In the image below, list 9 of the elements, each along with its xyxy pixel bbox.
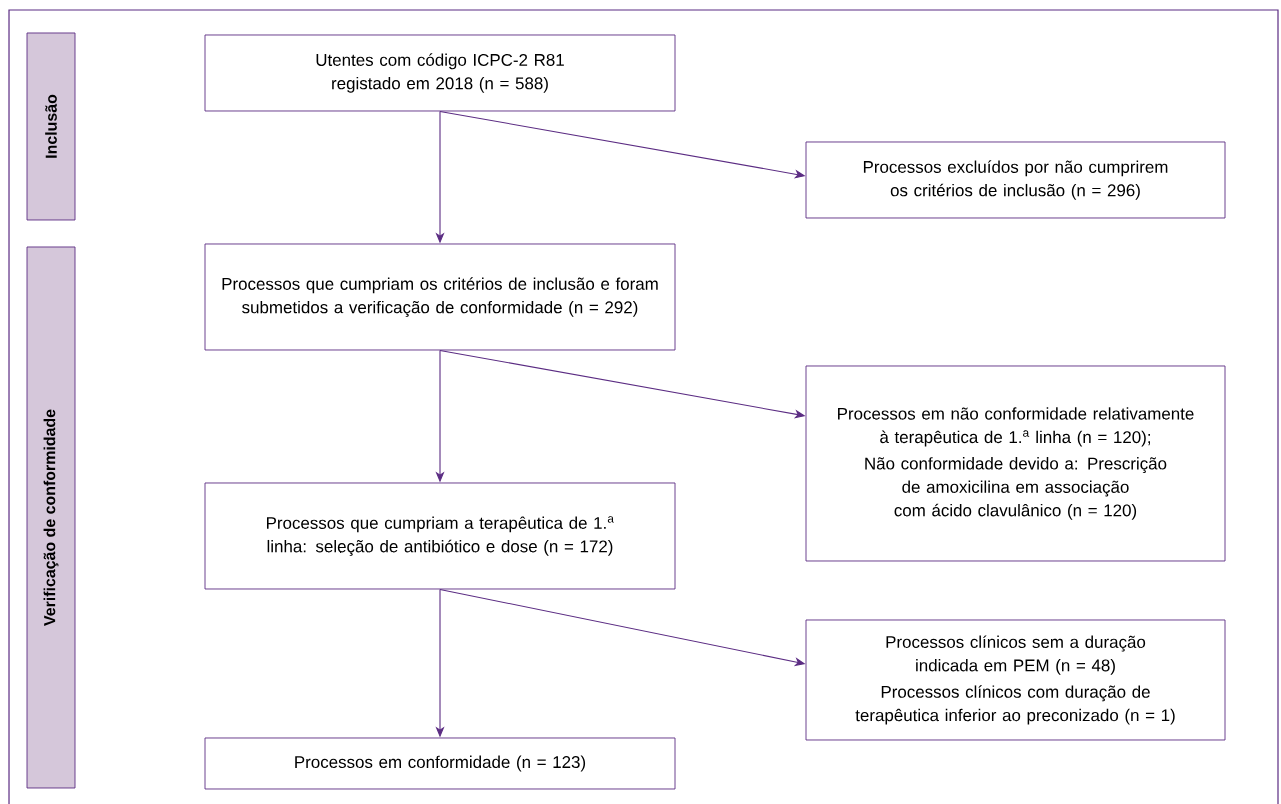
section-band: Inclusão (26, 32, 76, 221)
process-box: Utentes com código ICPC-2 R81 registado em 2018 (n = 588) (204, 34, 676, 112)
process-box: Processos clínicos sem a duração indicada em PEM (n = 48) Processos clínicos com duração de terapêutica inferior ao preconizado (n = 1) (805, 619, 1226, 741)
process-box: Processos em conformidade (n = 123) (204, 737, 676, 790)
process-box: Processos em não conformidade relativamente à terapêutica de 1.$^{a}$ linha (n = 120); Não conformidade devido a: Prescrição de amoxicilina em associação com ácido clavulânico (n = 120) (805, 365, 1226, 562)
process-box: Processos excluídos por não cumprirem os critérios de inclusão (n = 296) (805, 141, 1226, 219)
process-box: Processos que cumpriam a terapêutica de 1.$^{a}$ linha: seleção de antibiótico e dose (n = 172) (204, 482, 676, 590)
section-band: Verificação de conformidade (26, 246, 76, 789)
process-box: Processos que cumpriam os critérios de inclusão e foram submetidos a verificação de conformidade (n = 292) (204, 243, 676, 351)
